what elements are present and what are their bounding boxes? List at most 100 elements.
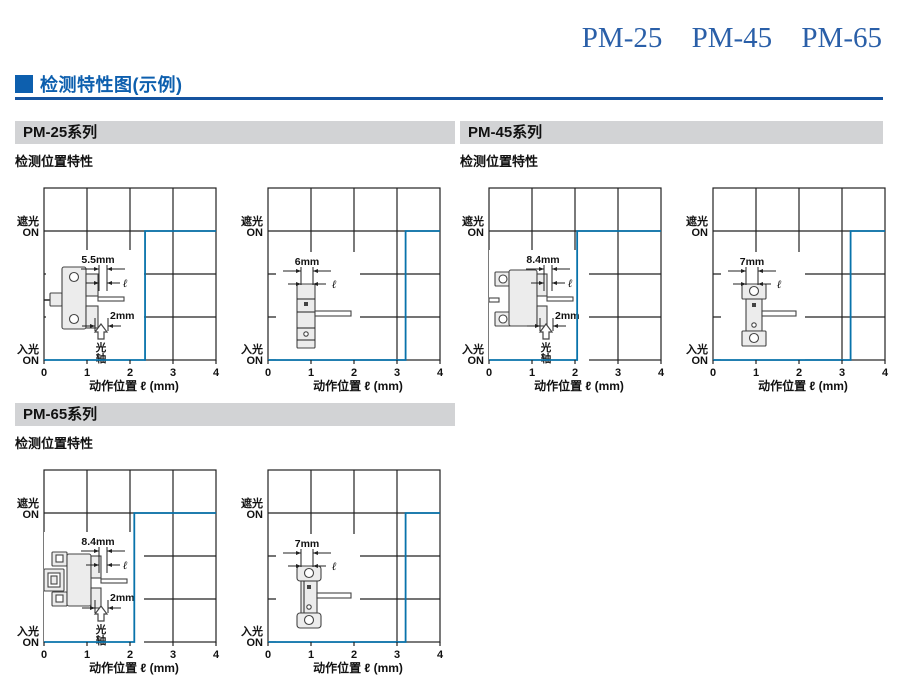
svg-text:ℓ: ℓ xyxy=(777,279,782,291)
svg-text:动作位置 ℓ (mm): 动作位置 ℓ (mm) xyxy=(89,660,179,675)
svg-text:4: 4 xyxy=(213,367,220,379)
svg-text:2: 2 xyxy=(127,367,133,379)
svg-text:ON: ON xyxy=(468,355,485,367)
svg-text:0: 0 xyxy=(265,367,271,379)
svg-text:1: 1 xyxy=(308,649,314,661)
svg-text:2: 2 xyxy=(127,649,133,661)
svg-text:8.4mm: 8.4mm xyxy=(81,536,114,548)
svg-text:光: 光 xyxy=(95,341,107,354)
svg-text:遮光: 遮光 xyxy=(17,496,39,510)
svg-text:3: 3 xyxy=(615,367,621,379)
svg-text:ℓ: ℓ xyxy=(123,278,128,290)
heading-title: 检测特性图(示例) xyxy=(40,75,183,95)
svg-text:2: 2 xyxy=(351,367,357,379)
svg-text:0: 0 xyxy=(41,649,47,661)
svg-text:0: 0 xyxy=(710,367,716,379)
svg-text:0: 0 xyxy=(486,367,492,379)
series-title-bar-pm65: PM-65系列 xyxy=(15,403,455,426)
svg-text:4: 4 xyxy=(882,367,889,379)
svg-text:2: 2 xyxy=(796,367,802,379)
svg-text:光: 光 xyxy=(95,623,107,636)
svg-text:3: 3 xyxy=(170,649,176,661)
svg-text:4: 4 xyxy=(437,649,444,661)
series-title-bar-pm45: PM-45系列 xyxy=(460,121,883,144)
svg-text:ℓ: ℓ xyxy=(568,278,573,290)
svg-text:1: 1 xyxy=(308,367,314,379)
svg-text:ℓ: ℓ xyxy=(123,560,128,572)
svg-text:4: 4 xyxy=(437,367,444,379)
subtitle-pm65: 检测位置特性 xyxy=(15,436,94,451)
svg-text:ON: ON xyxy=(23,637,40,649)
svg-text:入光: 入光 xyxy=(241,342,263,356)
svg-text:2: 2 xyxy=(351,649,357,661)
svg-text:1: 1 xyxy=(84,367,90,379)
svg-text:入光: 入光 xyxy=(241,624,263,638)
svg-text:ON: ON xyxy=(692,227,709,239)
svg-text:3: 3 xyxy=(170,367,176,379)
svg-text:光: 光 xyxy=(540,341,552,354)
svg-text:ON: ON xyxy=(23,509,40,521)
svg-text:动作位置 ℓ (mm): 动作位置 ℓ (mm) xyxy=(313,660,403,675)
svg-text:1: 1 xyxy=(753,367,759,379)
svg-text:入光: 入光 xyxy=(17,342,39,356)
svg-text:2mm: 2mm xyxy=(110,310,135,322)
svg-text:1: 1 xyxy=(529,367,535,379)
svg-text:遮光: 遮光 xyxy=(686,214,708,228)
svg-text:4: 4 xyxy=(213,649,220,661)
svg-text:2: 2 xyxy=(572,367,578,379)
subtitle-pm45: 检测位置特性 xyxy=(460,154,539,169)
svg-text:3: 3 xyxy=(394,649,400,661)
svg-text:ℓ: ℓ xyxy=(332,279,337,291)
svg-text:入光: 入光 xyxy=(686,342,708,356)
svg-text:动作位置 ℓ (mm): 动作位置 ℓ (mm) xyxy=(89,378,179,393)
svg-text:6mm: 6mm xyxy=(295,256,320,268)
svg-text:轴: 轴 xyxy=(541,352,552,365)
section-heading: 检测特性图(示例) xyxy=(15,71,183,97)
svg-text:0: 0 xyxy=(41,367,47,379)
subtitle-pm25: 检测位置特性 xyxy=(15,154,94,169)
svg-text:轴: 轴 xyxy=(96,634,107,647)
heading-rule xyxy=(15,97,883,100)
svg-text:入光: 入光 xyxy=(17,624,39,638)
svg-text:遮光: 遮光 xyxy=(17,214,39,228)
svg-text:ON: ON xyxy=(247,509,264,521)
svg-text:0: 0 xyxy=(265,649,271,661)
svg-text:遮光: 遮光 xyxy=(462,214,484,228)
svg-text:5.5mm: 5.5mm xyxy=(81,254,114,266)
svg-text:遮光: 遮光 xyxy=(241,496,263,510)
svg-text:遮光: 遮光 xyxy=(241,214,263,228)
series-title-bar-pm25: PM-25系列 xyxy=(15,121,455,144)
svg-text:3: 3 xyxy=(839,367,845,379)
svg-text:轴: 轴 xyxy=(96,352,107,365)
svg-text:4: 4 xyxy=(658,367,665,379)
svg-text:ON: ON xyxy=(23,227,40,239)
svg-text:ON: ON xyxy=(247,227,264,239)
svg-text:8.4mm: 8.4mm xyxy=(526,254,559,266)
svg-text:2mm: 2mm xyxy=(555,310,580,322)
svg-text:1: 1 xyxy=(84,649,90,661)
svg-text:动作位置 ℓ (mm): 动作位置 ℓ (mm) xyxy=(534,378,624,393)
svg-text:ℓ: ℓ xyxy=(332,561,337,573)
svg-text:ON: ON xyxy=(468,227,485,239)
svg-text:7mm: 7mm xyxy=(740,256,765,268)
heading-square-icon xyxy=(15,75,33,93)
svg-text:ON: ON xyxy=(692,355,709,367)
page-title: PM-25 PM-45 PM-65 xyxy=(581,22,882,54)
svg-text:ON: ON xyxy=(247,355,264,367)
svg-text:入光: 入光 xyxy=(462,342,484,356)
svg-text:ON: ON xyxy=(247,637,264,649)
svg-text:7mm: 7mm xyxy=(295,538,320,550)
